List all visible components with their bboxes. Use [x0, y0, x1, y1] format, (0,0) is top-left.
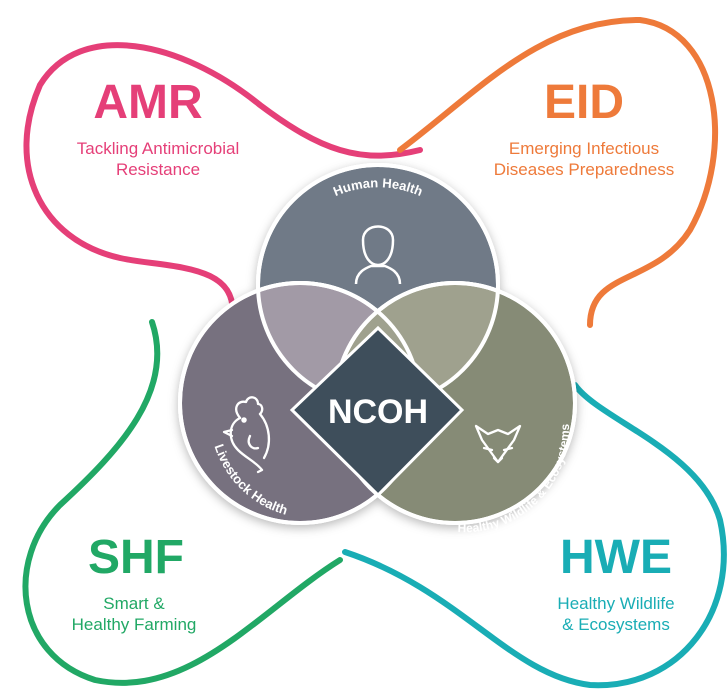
amr-subtitle-line1: Tackling Antimicrobial	[77, 139, 240, 158]
shf-subtitle-line2: Healthy Farming	[72, 615, 197, 634]
shf-loop-outline	[22, 319, 343, 686]
shf-abbr: SHF	[88, 531, 184, 584]
hwe-abbr: HWE	[560, 531, 672, 584]
center-label: NCOH	[328, 393, 428, 431]
eid-abbr: EID	[544, 76, 624, 129]
hwe-loop-outline	[342, 382, 727, 689]
person-icon	[354, 225, 402, 285]
eid-subtitle-line2: Diseases Preparedness	[494, 160, 674, 179]
eid-loop-outline	[397, 16, 718, 328]
amr-subtitle-line2: Resistance	[116, 160, 200, 179]
amr-loop-outline	[23, 42, 423, 321]
amr-abbr: AMR	[93, 76, 202, 129]
chicken-icon	[222, 396, 271, 474]
center-diamond	[289, 325, 465, 498]
fox-icon	[474, 424, 522, 464]
hwe-subtitle-line2: & Ecosystems	[562, 615, 670, 634]
hwe-subtitle-line1: Healthy Wildlife	[557, 594, 674, 613]
eid-subtitle-line1: Emerging Infectious	[509, 139, 659, 158]
shf-subtitle-line1: Smart &	[103, 594, 165, 613]
